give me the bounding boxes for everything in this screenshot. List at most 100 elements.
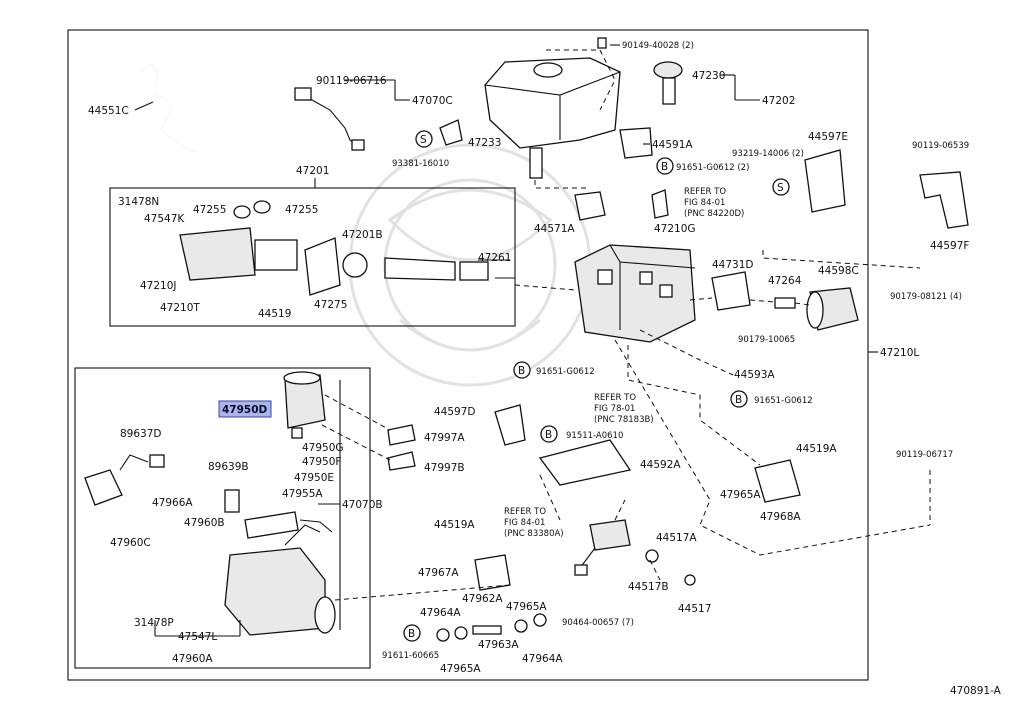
bracket-47968a — [754, 459, 801, 503]
label-44592a: 44592A — [640, 459, 681, 471]
label-89639b: 89639B — [208, 461, 249, 473]
part-47264 — [774, 297, 796, 309]
rod-47963a — [472, 625, 502, 635]
cap-47230 — [653, 61, 683, 105]
label-47070b: 47070B — [342, 499, 383, 511]
label-47950g: 47950G — [302, 442, 344, 454]
label-47997a: 47997A — [424, 432, 465, 444]
label-89637d: 89637D — [120, 428, 162, 440]
part-44571a — [574, 191, 606, 221]
bracket-44597d — [494, 404, 526, 446]
actuator-body — [574, 244, 696, 343]
bracket-47967a — [474, 554, 511, 591]
cushion-47997b — [387, 451, 416, 471]
label-91651-g0612-b: 91651-G0612 — [754, 396, 813, 406]
bracket-44592a — [538, 439, 632, 486]
bracket-44597f — [919, 171, 969, 229]
label-31478p: 31478P — [134, 617, 174, 629]
label-44598c: 44598C — [818, 265, 859, 277]
label-47962a: 47962A — [462, 593, 503, 605]
label-91651-g0612-2: 91651-G0612 (2) — [676, 163, 749, 173]
label-91651-g0612-a: 91651-G0612 — [536, 367, 595, 377]
part-47965a-center — [533, 613, 547, 627]
label-47963a: 47963A — [478, 639, 519, 651]
label-47255-b: 47255 — [285, 204, 318, 216]
label-44571a: 44571A — [534, 223, 575, 235]
label-47210j: 47210J — [140, 280, 177, 292]
label-47960b: 47960B — [184, 517, 225, 529]
label-47201b: 47201B — [342, 229, 383, 241]
pump-unit-47960a — [224, 524, 336, 636]
label-refer-83380a-1: REFER TO — [504, 507, 546, 517]
dashed-lines — [321, 49, 931, 601]
label-47967a: 47967A — [418, 567, 459, 579]
part-44591a — [619, 127, 653, 159]
badge-b-91651-a: B — [518, 365, 525, 377]
label-47950f: 47950F — [302, 456, 341, 468]
badges — [403, 130, 790, 642]
badge-b-91611: B — [408, 628, 415, 640]
label-93219-14006: 93219-14006 (2) — [732, 149, 804, 159]
label-47960c: 47960C — [110, 537, 151, 549]
label-47960a: 47960A — [172, 653, 213, 665]
label-refer-78183b-3: (PNC 78183B) — [594, 415, 654, 425]
label-refer-83380a-2: FIG 84-01 — [504, 518, 545, 528]
label-47965a-center: 47965A — [506, 601, 547, 613]
reservoir-47202 — [484, 57, 621, 179]
label-44731d: 44731D — [712, 259, 754, 271]
label-47201: 47201 — [296, 165, 329, 177]
box-47201 — [109, 187, 516, 327]
label-44591a: 44591A — [652, 139, 693, 151]
label-91611-60665: 91611-60665 — [382, 651, 439, 661]
part-47965a-bottom — [454, 626, 468, 640]
label-refer-84220d-2: FIG 84-01 — [684, 198, 725, 208]
label-90149-40028: 90149-40028 (2) — [622, 41, 694, 51]
label-47233: 47233 — [468, 137, 501, 149]
label-44517: 44517 — [678, 603, 711, 615]
label-47965a-right: 47965A — [720, 489, 761, 501]
part-47964a-right — [514, 619, 528, 633]
label-47261: 47261 — [478, 252, 511, 264]
label-refer-83380a-3: (PNC 83380A) — [504, 529, 564, 539]
label-44551c: 44551C — [88, 105, 129, 117]
badge-s-93381: S — [420, 134, 427, 146]
badge-b-91511: B — [545, 429, 552, 441]
sensor-89637d — [84, 454, 165, 506]
gasket-44731d — [711, 271, 751, 311]
label-47965a-bottom: 47965A — [440, 663, 481, 675]
label-refer-78183b-2: FIG 78-01 — [594, 404, 635, 414]
label-90119-06716: 90119-06716 — [316, 75, 387, 87]
label-90464-00657: 90464-00657 (7) — [562, 618, 634, 628]
label-44597f: 44597F — [930, 240, 969, 252]
box-47070B — [74, 367, 371, 669]
label-47997b: 47997B — [424, 462, 465, 474]
label-91511-a0610: 91511-A0610 — [566, 431, 623, 441]
diagram-frame — [67, 29, 869, 681]
label-44519a-center: 44519A — [434, 519, 475, 531]
label-47950d: 47950D — [222, 404, 268, 416]
label-90119-06717: 90119-06717 — [896, 450, 953, 460]
pressure-switch-84220d — [651, 189, 669, 219]
label-44519: 44519 — [258, 308, 291, 320]
label-refer-84220d-1: REFER TO — [684, 187, 726, 197]
label-47964a-b: 47964A — [522, 653, 563, 665]
solenoid-44517 — [574, 519, 696, 586]
label-47547l: 47547L — [178, 631, 217, 643]
part-47233 — [439, 119, 463, 146]
label-47210t: 47210T — [160, 302, 200, 314]
label-90119-06539: 90119-06539 — [912, 141, 969, 151]
cushion-47997a — [387, 424, 416, 446]
badge-s-93219: S — [777, 182, 784, 194]
label-47968a: 47968A — [760, 511, 801, 523]
highlight-47950d — [218, 400, 272, 418]
master-cylinder — [179, 200, 515, 296]
leader-lines — [134, 44, 878, 637]
badge-b-91651-2: B — [661, 161, 668, 173]
switch-89639b — [224, 489, 333, 539]
label-refer-84220d-3: (PNC 84220D) — [684, 209, 744, 219]
bracket-44597e — [804, 149, 846, 213]
pump-motor-47950d — [283, 371, 326, 439]
label-47955a: 47955A — [282, 488, 323, 500]
label-47202: 47202 — [762, 95, 795, 107]
